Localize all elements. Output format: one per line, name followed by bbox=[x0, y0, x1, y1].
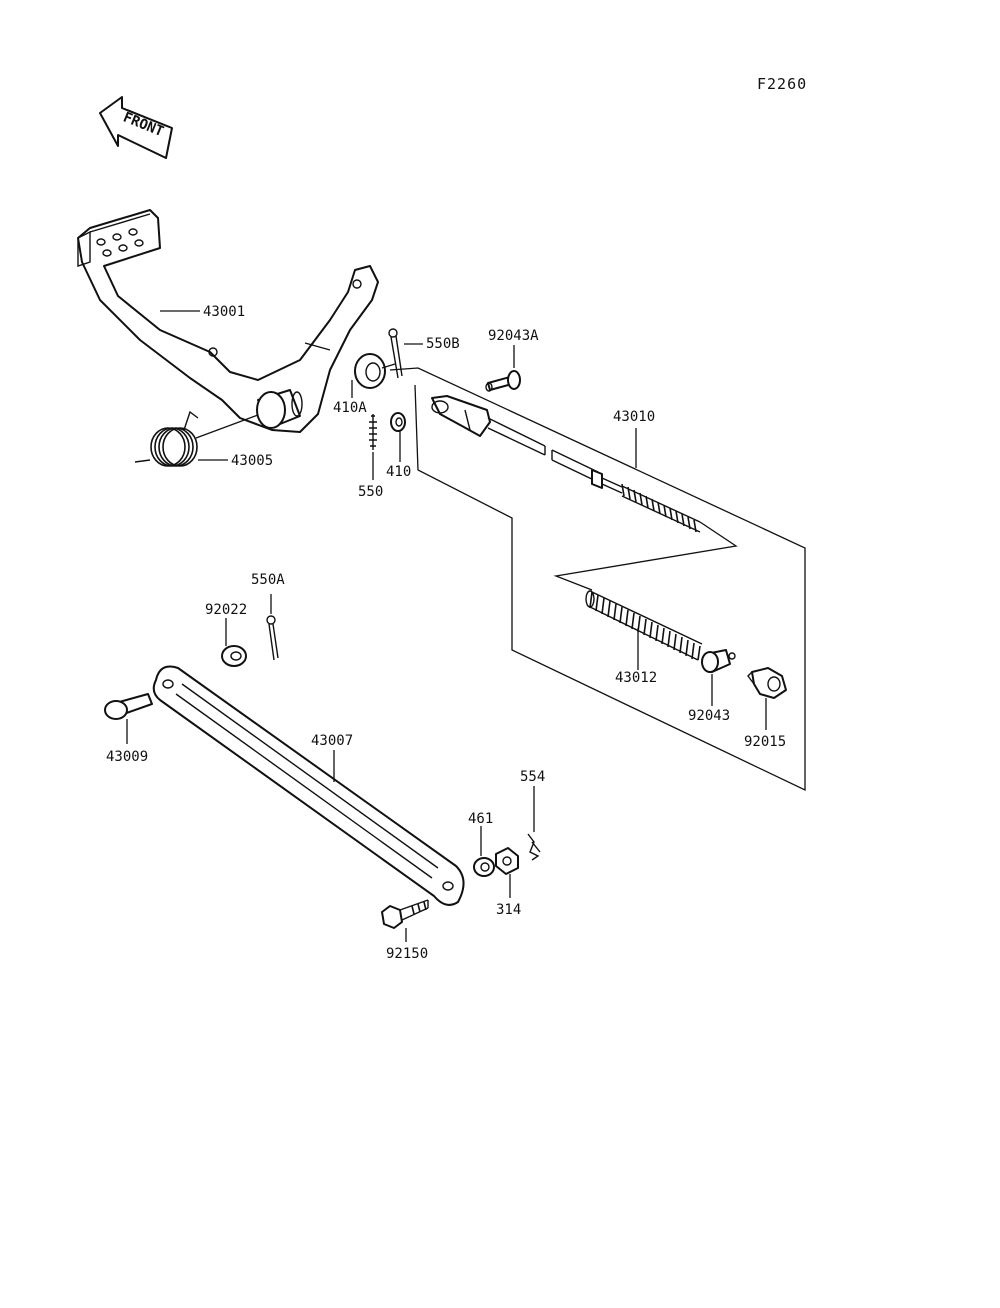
label-461: 461 bbox=[468, 811, 493, 827]
label-410A: 410A bbox=[333, 400, 367, 416]
cotter-pin-550b-part bbox=[388, 328, 403, 379]
clevis-pin-92043a-part bbox=[485, 370, 521, 392]
label-43007: 43007 bbox=[311, 733, 353, 749]
washer-92022-part bbox=[221, 645, 247, 667]
label-554: 554 bbox=[520, 769, 545, 785]
pedal-tread-holes bbox=[96, 228, 144, 257]
assembly-outline bbox=[389, 367, 806, 792]
brake-rod-part bbox=[431, 395, 701, 533]
label-92043A: 92043A bbox=[488, 328, 539, 344]
label-43001: 43001 bbox=[203, 304, 245, 320]
diagram-code: F2260 bbox=[757, 75, 807, 93]
joint-92043-part bbox=[701, 649, 736, 673]
washer-410-part bbox=[390, 412, 406, 432]
label-410: 410 bbox=[386, 464, 411, 480]
label-314: 314 bbox=[496, 902, 521, 918]
washer-461-part bbox=[473, 857, 495, 877]
label-92043: 92043 bbox=[688, 708, 730, 724]
label-550: 550 bbox=[358, 484, 383, 500]
label-43010: 43010 bbox=[613, 409, 655, 425]
clip-554-part bbox=[527, 833, 541, 861]
nut-314-part bbox=[495, 847, 519, 875]
pin-550-part bbox=[369, 414, 377, 450]
label-43012: 43012 bbox=[615, 670, 657, 686]
adjust-nut-92015-part bbox=[747, 667, 787, 699]
front-arrow-icon: FRONT bbox=[99, 96, 173, 159]
torque-link-part bbox=[152, 665, 465, 906]
label-550A: 550A bbox=[251, 572, 285, 588]
label-43005: 43005 bbox=[231, 453, 273, 469]
label-92022: 92022 bbox=[205, 602, 247, 618]
label-92015: 92015 bbox=[744, 734, 786, 750]
label-550B: 550B bbox=[426, 336, 460, 352]
cotter-pin-550a-part bbox=[266, 615, 279, 661]
bolt-92150-part bbox=[381, 899, 429, 929]
assembly-zigzag bbox=[553, 521, 738, 591]
pin-43009-part bbox=[104, 693, 153, 720]
label-92150: 92150 bbox=[386, 946, 428, 962]
brake-spring-part bbox=[585, 590, 703, 661]
return-spring-part bbox=[134, 410, 259, 467]
label-43009: 43009 bbox=[106, 749, 148, 765]
washer-410a-part bbox=[354, 353, 396, 389]
brake-pedal-part bbox=[77, 209, 379, 433]
